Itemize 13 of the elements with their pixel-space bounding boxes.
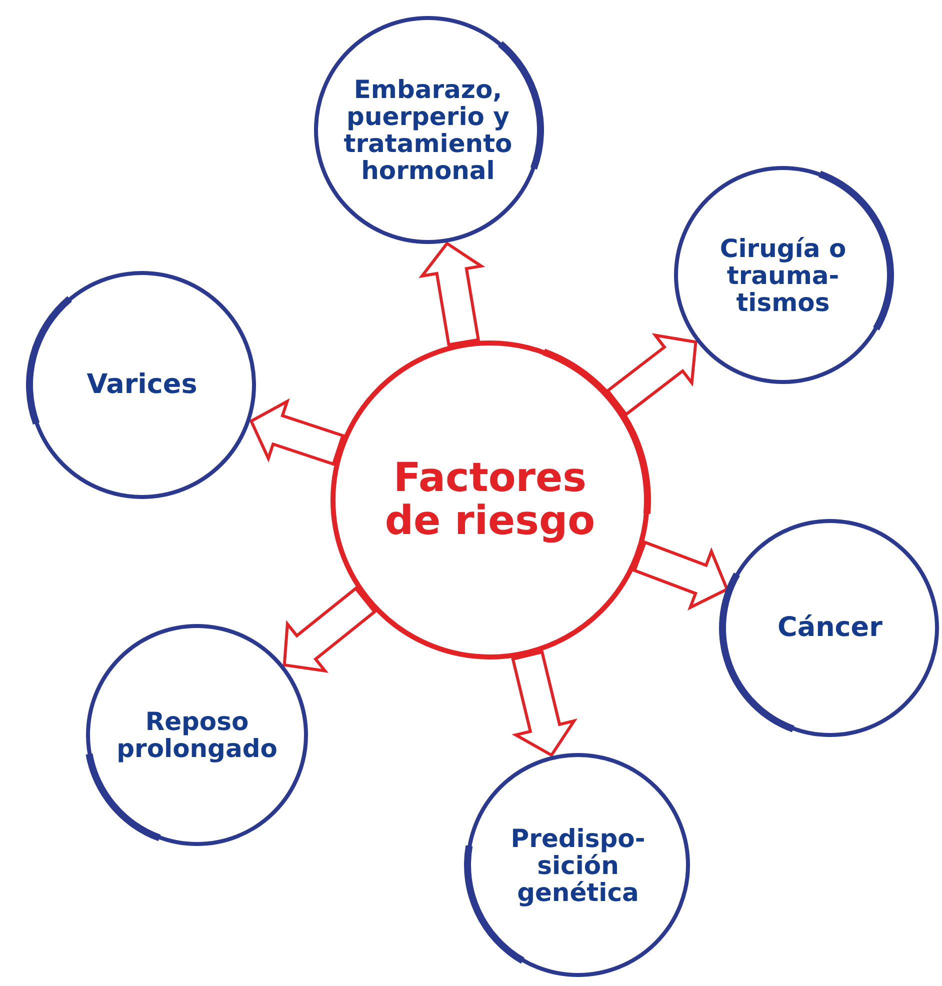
- node-label: Predispo- sición genética: [510, 824, 646, 906]
- node-label: Varices: [86, 370, 198, 400]
- node-label: Cirugía o trauma- tismos: [718, 234, 848, 316]
- node-label: Reposo prolongado: [116, 708, 278, 762]
- block-arrow: [606, 333, 698, 417]
- node-label: Embarazo, puerperio y tratamiento hormonal: [342, 76, 514, 184]
- block-arrow: [511, 650, 578, 758]
- block-arrow: [249, 398, 345, 466]
- block-arrow: [282, 586, 377, 673]
- node-label: Cáncer: [776, 613, 884, 643]
- title-label: Factores de riesgo: [384, 456, 596, 544]
- block-arrow: [632, 540, 729, 610]
- block-arrow: [418, 241, 486, 346]
